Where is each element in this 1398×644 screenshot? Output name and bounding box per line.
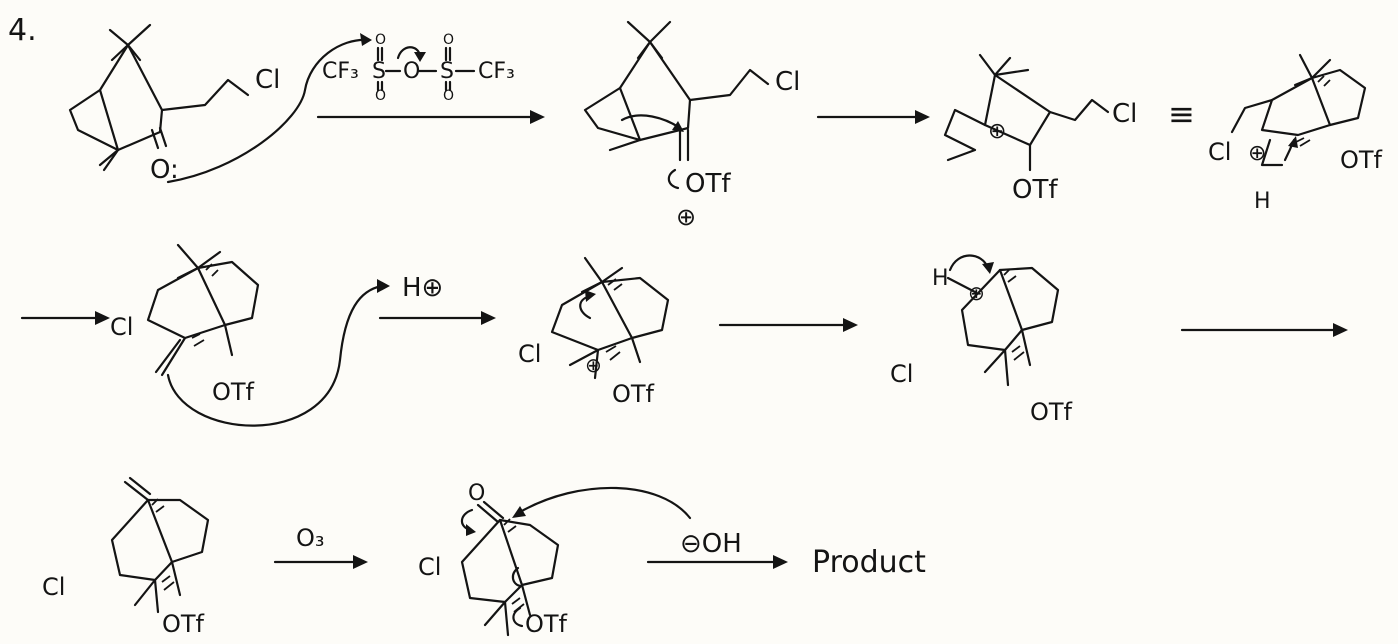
otf-label-3: OTf [1012,175,1058,205]
starting-ketone-structure: Cl O: [68,23,372,185]
h-label-4: H [1254,189,1271,214]
reagent-cf3-left: CF₃ [322,59,359,84]
curved-arrow-o-to-s [166,38,370,184]
ozone-label: O₃ [296,524,325,552]
reagent-s-2: S [440,59,454,84]
otf-label-4: OTf [1340,146,1383,174]
reaction-arrow-3 [20,311,110,325]
cl-label-1: Cl [255,65,280,95]
methylidene-structure: Cl OTf [42,476,210,638]
curved-arrow-bond-shift-1 [620,114,682,130]
otf-label-7: OTf [1030,398,1073,426]
curved-arrow-hydroxide [518,486,692,520]
cl-label-2: Cl [775,67,800,97]
reaction-arrow-ozonolysis: O₃ [273,524,368,569]
h-label-7: H [932,266,949,291]
cl-label-5: Cl [110,313,133,341]
plus-charge-icon-4: ⊕ [1248,141,1266,166]
otf-label-2: OTf [685,169,731,199]
rearranged-carbocation-structure: H ⊕ Cl OTf [890,254,1073,426]
reaction-arrow-5 [718,318,858,332]
redrawn-carbocation-structure: Cl ⊕ H OTf [1208,53,1383,214]
plus-charge-icon-2: ⊕ [676,203,696,231]
otf-label-9: OTf [525,610,568,638]
bridged-carbocation-structure: ⊕ Cl OTf [943,53,1137,205]
h-plus-label: H⊕ [402,273,443,303]
equivalent-sign: ≡ [1168,95,1195,133]
triflic-anhydride-reagent: CF₃ S O S CF₃ O O O O [322,32,515,104]
tertiary-carbocation-structure: Cl ⊕ OTf [518,256,670,408]
curved-arrow-h-shift-2 [948,254,990,272]
reagent-cf3-right: CF₃ [478,59,515,84]
product-label: Product [812,545,926,580]
cl-label-8: Cl [42,573,65,601]
reagent-sulfonyl-o-4: O [443,88,454,104]
otf-label-6: OTf [612,380,655,408]
hydroxide-attack: ⊖OH [512,486,788,569]
reagent-o-bridge: O [403,59,420,84]
exocyclic-alkene-structure: Cl OTf [110,243,390,427]
reaction-arrow-6 [1180,323,1348,337]
activated-triflate-structure: Cl OTf ⊕ [583,20,800,231]
cl-label-6: Cl [518,340,541,368]
curved-arrow-alkene-to-proton [166,284,384,427]
reagent-sulfonyl-o-1: O [375,32,386,48]
hydroxide-label: ⊖OH [680,529,742,559]
cl-label-4: Cl [1208,138,1231,166]
reagent-sulfonyl-o-3: O [375,88,386,104]
curved-arrow-triflate [511,566,522,588]
otf-label-8: OTf [162,610,205,638]
cl-label-3: Cl [1112,99,1137,129]
problem-number: 4. [8,13,37,48]
cl-label-7: Cl [890,360,913,388]
plus-charge-icon-6: ⊕ [585,353,602,377]
carbonyl-o-label: O [468,481,485,506]
reagent-sulfonyl-o-2: O [443,32,454,48]
cl-label-9: Cl [418,553,441,581]
reaction-arrow-2 [816,110,930,124]
ketone-intermediate-structure: O Cl OTf [418,481,568,638]
reaction-arrow-1 [316,110,545,124]
otf-label-5: OTf [212,378,255,406]
plus-charge-icon-3: ⊕ [988,119,1006,144]
reagent-s-1: S [372,59,386,84]
reaction-arrow-4: H⊕ [378,273,496,325]
